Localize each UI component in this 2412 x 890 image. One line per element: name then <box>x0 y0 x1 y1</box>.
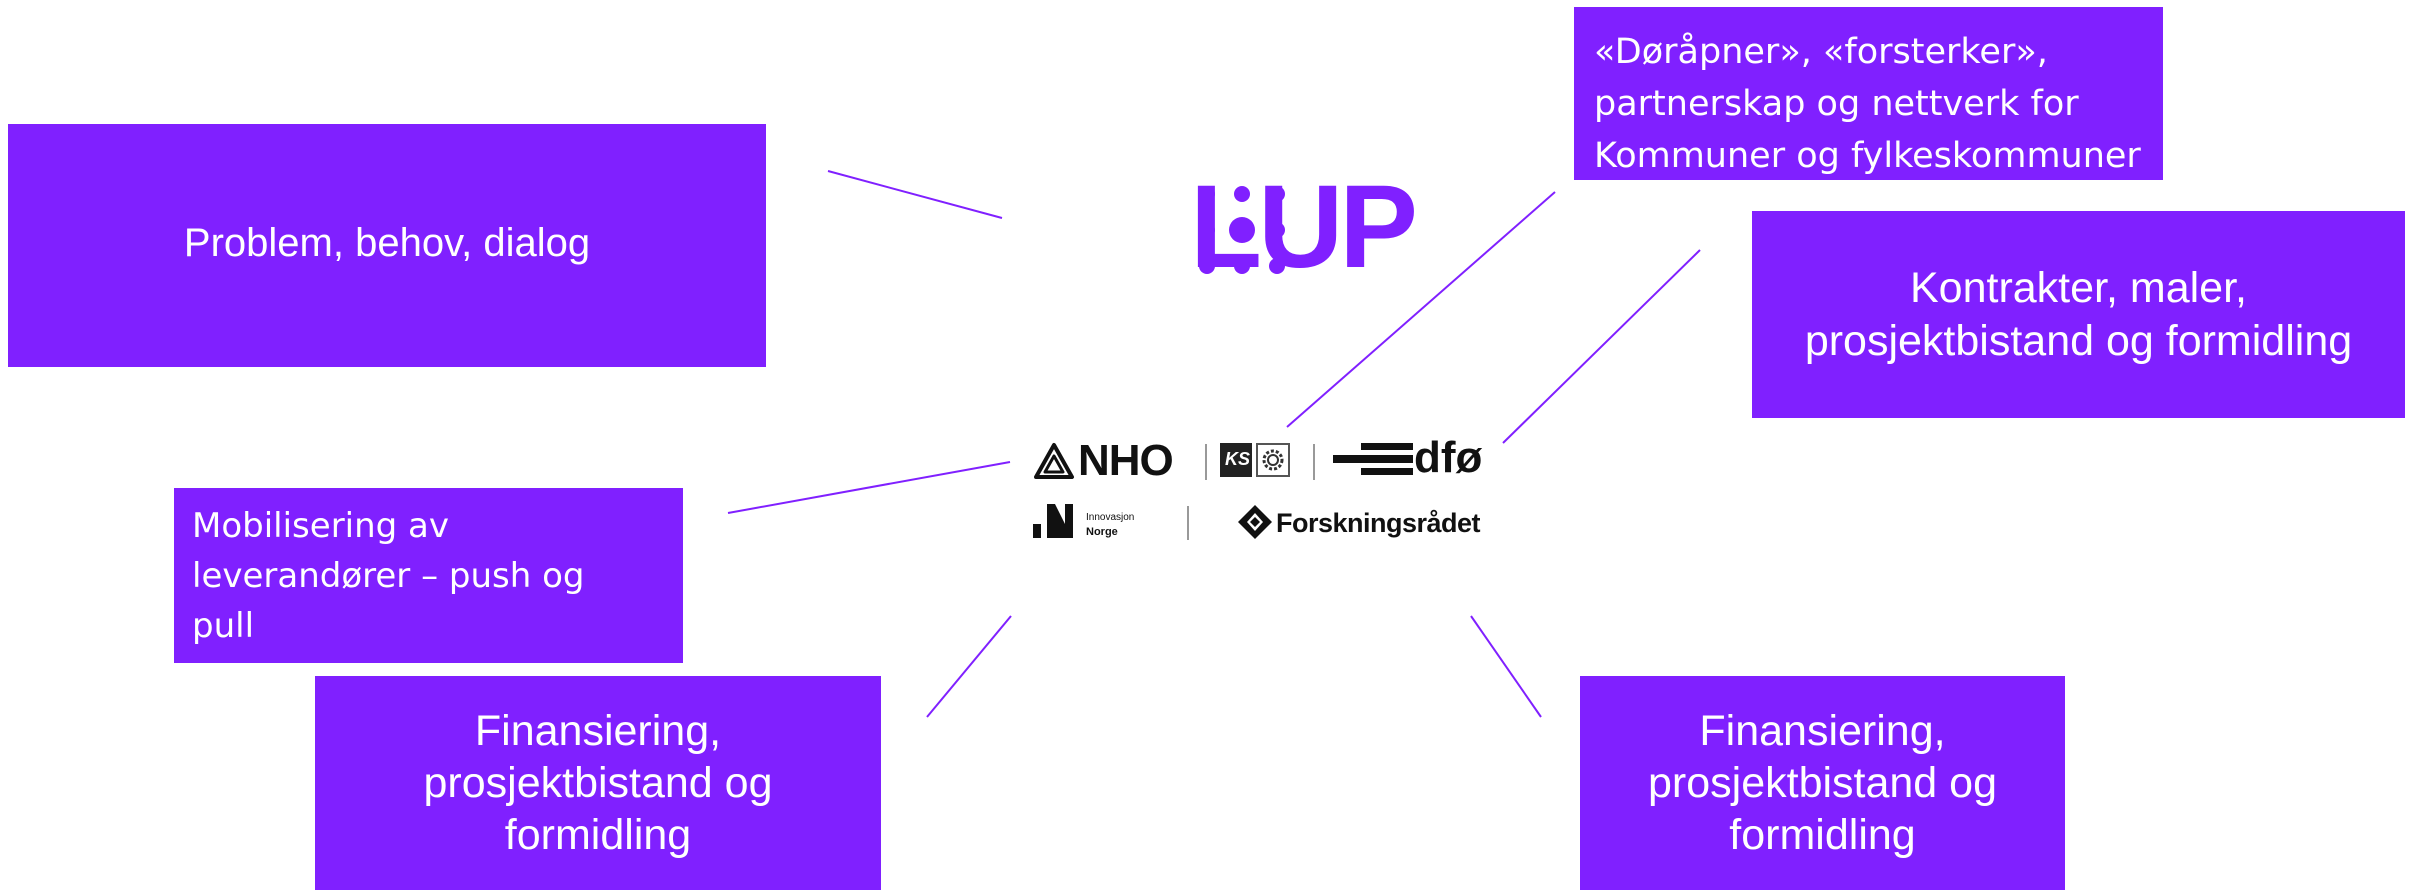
connector-mobilisering <box>727 461 1011 514</box>
box-kontrakter-maler: Kontrakter, maler, prosjektbistand og fo… <box>1752 211 2405 418</box>
box-doraapner-forsterker: «Døråpner», «forsterker», partnerskap og… <box>1574 7 2163 180</box>
innovasjon-norge-mark-icon <box>1033 504 1073 538</box>
box-label: Finansiering, prosjektbistand og formidl… <box>423 707 773 859</box>
nho-logo-text: NHO <box>1078 436 1174 485</box>
connector-doraapner <box>1286 191 1556 428</box>
connector-fin-left <box>926 615 1012 718</box>
box-label: «Døråpner», «forsterker», partnerskap og… <box>1594 32 2141 176</box>
connector-problem <box>827 170 1003 219</box>
box-label: Kontrakter, maler, prosjektbistand og fo… <box>1804 263 2353 365</box>
lup-dots-icon <box>1199 186 1285 274</box>
ks-logo-box <box>1220 443 1252 477</box>
forskningsradet-logo-text: Forskningsrådet <box>1276 508 1481 538</box>
box-mobilisering-leverandorer: Mobilisering av leverandører – push og p… <box>174 488 683 663</box>
ks-gear-icon <box>1256 443 1290 477</box>
box-label: Mobilisering av leverandører – push og p… <box>192 506 585 646</box>
connector-kontrakter <box>1502 249 1701 444</box>
box-label: Problem, behov, dialog <box>183 220 591 265</box>
connector-fin-right <box>1470 615 1542 718</box>
logo-divider <box>1313 444 1315 480</box>
forskningsradet-mark-icon <box>1238 505 1272 539</box>
dfo-logo-text: dfø <box>1414 433 1483 482</box>
box-problem-behov-dialog: Problem, behov, dialog <box>8 124 766 367</box>
lup-logo-text: LUP <box>1190 161 1418 293</box>
logo-divider <box>1187 506 1189 540</box>
ks-logo-text: KS <box>1225 449 1251 469</box>
box-finansiering-left: Finansiering, prosjektbistand og formidl… <box>315 676 881 890</box>
box-finansiering-right: Finansiering, prosjektbistand og formidl… <box>1580 676 2065 890</box>
dfo-bars-icon <box>1333 443 1413 475</box>
innovasjon-norge-line1: Innovasjon <box>1086 512 1135 523</box>
box-label: Finansiering, prosjektbistand og formidl… <box>1648 707 1997 859</box>
logo-divider <box>1205 444 1207 480</box>
nho-mark-icon <box>1034 443 1074 479</box>
innovasjon-norge-line2: Norge <box>1086 526 1118 538</box>
